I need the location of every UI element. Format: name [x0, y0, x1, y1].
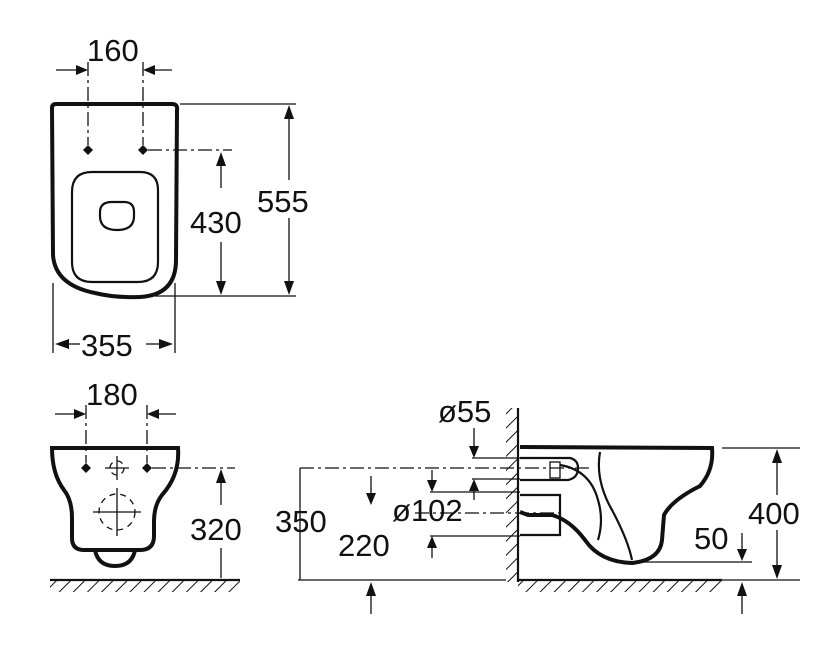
side-trapway	[559, 463, 603, 541]
dim-355-arrow-left	[55, 339, 69, 349]
front-view: 180 320	[49, 377, 242, 592]
wall-hatch	[506, 408, 518, 582]
dim-180-arrow-left	[74, 409, 86, 419]
fixing-hole-right	[138, 145, 148, 155]
side-view: ø55 ø102 350 220 400 50	[275, 394, 800, 614]
dim-180-label: 180	[86, 377, 138, 412]
side-inlet-connector	[549, 461, 561, 479]
side-outlet-spigot	[520, 493, 562, 537]
dim-430-label: 430	[190, 205, 242, 240]
dim-320-label: 320	[190, 512, 242, 547]
dim-555-arrow-bottom	[284, 281, 294, 295]
dim-400-arrow-bottom	[772, 565, 782, 579]
dim-355-label: 355	[81, 328, 133, 363]
dim-220-label: 220	[338, 528, 390, 563]
dim-d102-label: ø102	[392, 493, 463, 528]
dim-555-arrow-top	[284, 105, 294, 119]
fixing-hole-left	[83, 145, 93, 155]
dim-d102-arrow-top	[427, 480, 437, 492]
dim-160-arrow-left	[76, 65, 88, 75]
top-view-seat-opening	[70, 170, 160, 284]
dim-d55-label: ø55	[438, 394, 491, 429]
dim-350-label: 350	[275, 504, 327, 539]
dim-220-arrow-top	[366, 493, 376, 505]
dim-400-arrow-top	[772, 449, 782, 463]
dim-555-label: 555	[257, 184, 309, 219]
side-inlet-spigot	[520, 456, 580, 482]
front-fixing-hole-right	[142, 463, 152, 473]
dim-320-arrow-top	[216, 469, 226, 483]
top-view-outline	[49, 102, 180, 300]
front-floor-hatch	[50, 581, 240, 592]
front-inlet-symbol	[105, 456, 129, 480]
dim-430-arrow-top	[216, 152, 226, 166]
dim-d102-arrow-bottom	[427, 536, 437, 548]
side-bowl-outline	[519, 445, 715, 566]
dim-400-label: 400	[748, 496, 800, 531]
top-view-drain-outline	[98, 200, 136, 232]
side-bowl-inner	[597, 451, 634, 561]
dim-50-arrow-bottom	[737, 582, 747, 596]
dim-50-label: 50	[694, 521, 728, 556]
front-view-outline	[49, 446, 181, 552]
dim-160-label: 160	[87, 33, 139, 68]
front-fixing-hole-left	[81, 463, 91, 473]
dim-d55-arrow-top	[469, 446, 479, 458]
dim-180-arrow-right	[147, 409, 159, 419]
dim-355-arrow-right	[159, 339, 173, 349]
dim-d55-arrow-bottom	[469, 479, 479, 491]
front-view-pan-base	[93, 549, 137, 569]
dim-50-arrow-top	[737, 549, 747, 561]
dim-220-arrow-bottom	[366, 582, 376, 596]
dim-160-arrow-right	[143, 65, 155, 75]
top-view: 160 430 555 355	[49, 33, 309, 363]
dim-430-arrow-bottom	[216, 281, 226, 295]
front-outlet-symbol	[93, 488, 141, 536]
side-floor-hatch	[518, 581, 722, 592]
